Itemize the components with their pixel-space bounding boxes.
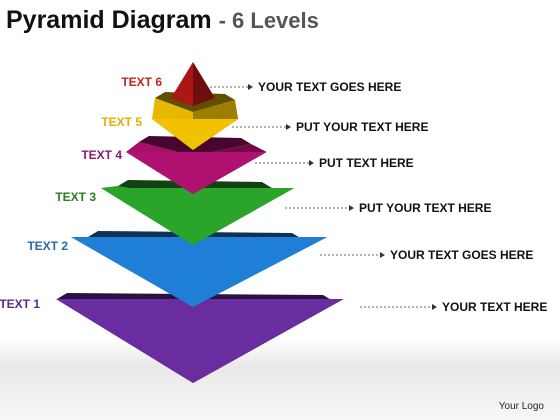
level-5-label: TEXT 5 bbox=[101, 115, 142, 129]
level-6-right-face bbox=[193, 62, 215, 106]
level-6-label: TEXT 6 bbox=[121, 75, 162, 89]
logo-text: Your Logo bbox=[498, 401, 544, 412]
level-3-base-edge bbox=[101, 188, 295, 245]
title-subtitle: - 6 Levels bbox=[218, 8, 319, 33]
callout-arrow-5 bbox=[286, 124, 291, 130]
level-3-callout: PUT YOUR TEXT HERE bbox=[359, 201, 492, 215]
level-6-left-face bbox=[171, 62, 193, 106]
level-2-callout: YOUR TEXT GOES HERE bbox=[390, 248, 534, 262]
callout-arrow-4 bbox=[309, 160, 314, 166]
level-1-base-edge bbox=[56, 299, 344, 383]
callout-arrow-2 bbox=[380, 252, 385, 258]
level-3-label: TEXT 3 bbox=[55, 190, 96, 204]
floor-shadow bbox=[0, 338, 560, 420]
level-2-base-edge bbox=[71, 237, 328, 307]
page-title: Pyramid Diagram - 6 Levels bbox=[6, 6, 319, 35]
level-5-callout: PUT YOUR TEXT HERE bbox=[296, 120, 429, 134]
callout-arrow-6 bbox=[248, 84, 253, 90]
level-2-label: TEXT 2 bbox=[27, 239, 68, 253]
level-4-callout: PUT TEXT HERE bbox=[319, 156, 414, 170]
level-6-callout: YOUR TEXT GOES HERE bbox=[258, 80, 402, 94]
level-4-base-edge bbox=[126, 152, 267, 194]
callout-arrow-1 bbox=[432, 304, 437, 310]
callout-arrow-3 bbox=[349, 205, 354, 211]
level-4-label: TEXT 4 bbox=[81, 148, 122, 162]
level-1-label: TEXT 1 bbox=[0, 297, 40, 311]
title-text: Pyramid Diagram bbox=[6, 6, 212, 34]
level-1-callout: YOUR TEXT HERE bbox=[442, 300, 548, 314]
level-5-base-edge bbox=[152, 119, 239, 150]
